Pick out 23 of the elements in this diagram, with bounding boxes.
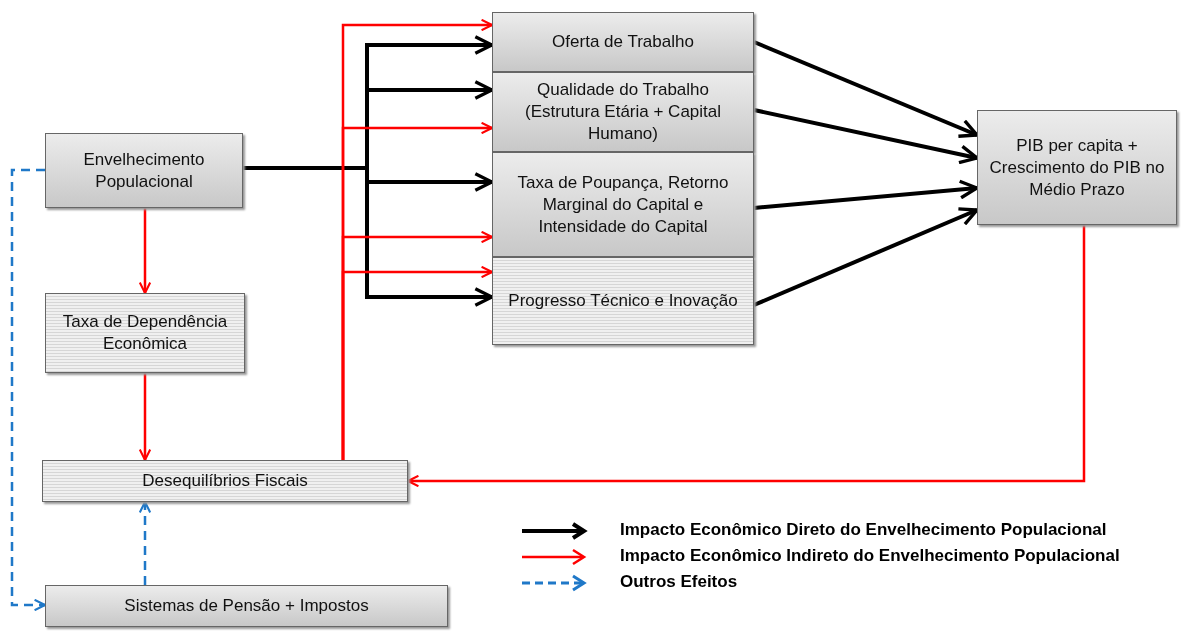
arrow [243,166,494,307]
process-box: Desequilíbrios Fiscais [42,460,408,502]
process-box: Taxa de Dependência Econômica [45,293,245,373]
process-box: Progresso Técnico e Inovação [492,257,754,345]
arrow [753,40,979,138]
legend-text: Impacto Econômico Indireto do Envelhecimento Populacional [620,546,1120,566]
arrow [753,108,979,165]
legend-text: Outros Efeitos [620,572,738,592]
arrow [138,500,152,585]
process-box: PIB per capita + Crescimento do PIB no Médio Prazo [977,110,1177,225]
process-box: Qualidade do Trabalho (Estrutura Etária + Capital Humano) [492,72,754,152]
legend-text: Impacto Econômico Direto do Envelhecimento Populacional [620,520,1107,540]
arrow [10,168,47,612]
arrow [753,179,979,210]
arrow [406,225,1086,488]
arrow [753,207,979,307]
process-box: Envelhecimento Populacional [45,133,243,208]
arrow [138,373,152,462]
process-box: Sistemas de Pensão + Impostos [45,585,448,627]
process-box: Oferta de Trabalho [492,12,754,72]
arrow [138,208,152,295]
arrow [341,265,494,460]
process-box: Taxa de Poupança, Retorno Marginal do Capital e Intensidade do Capital [492,152,754,257]
